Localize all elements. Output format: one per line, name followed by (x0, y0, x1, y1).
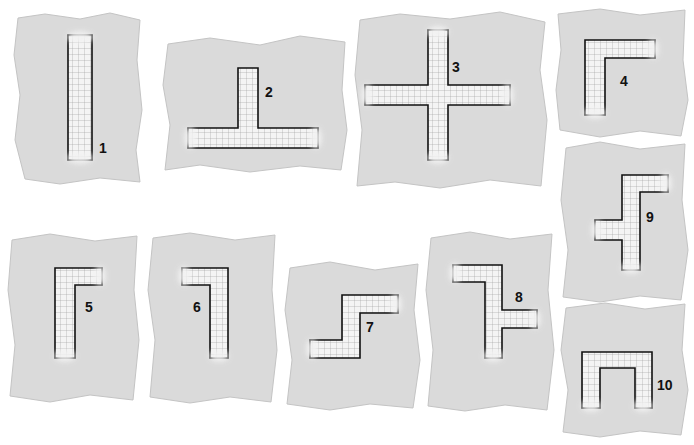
callout-number: 8 (515, 290, 523, 304)
callout-number: 5 (85, 300, 93, 314)
open-end (54, 26, 672, 412)
callout-number: 10 (657, 378, 673, 392)
callout-number: 3 (452, 60, 460, 74)
callout-number: 2 (265, 85, 273, 99)
torn-paper (8, 9, 688, 437)
callout-number: 4 (620, 74, 628, 88)
callout-number: 1 (99, 141, 107, 155)
grid-strip (55, 30, 668, 408)
callout-number: 6 (193, 300, 201, 314)
callout-number: 9 (646, 210, 654, 224)
callout-number: 7 (366, 320, 374, 334)
